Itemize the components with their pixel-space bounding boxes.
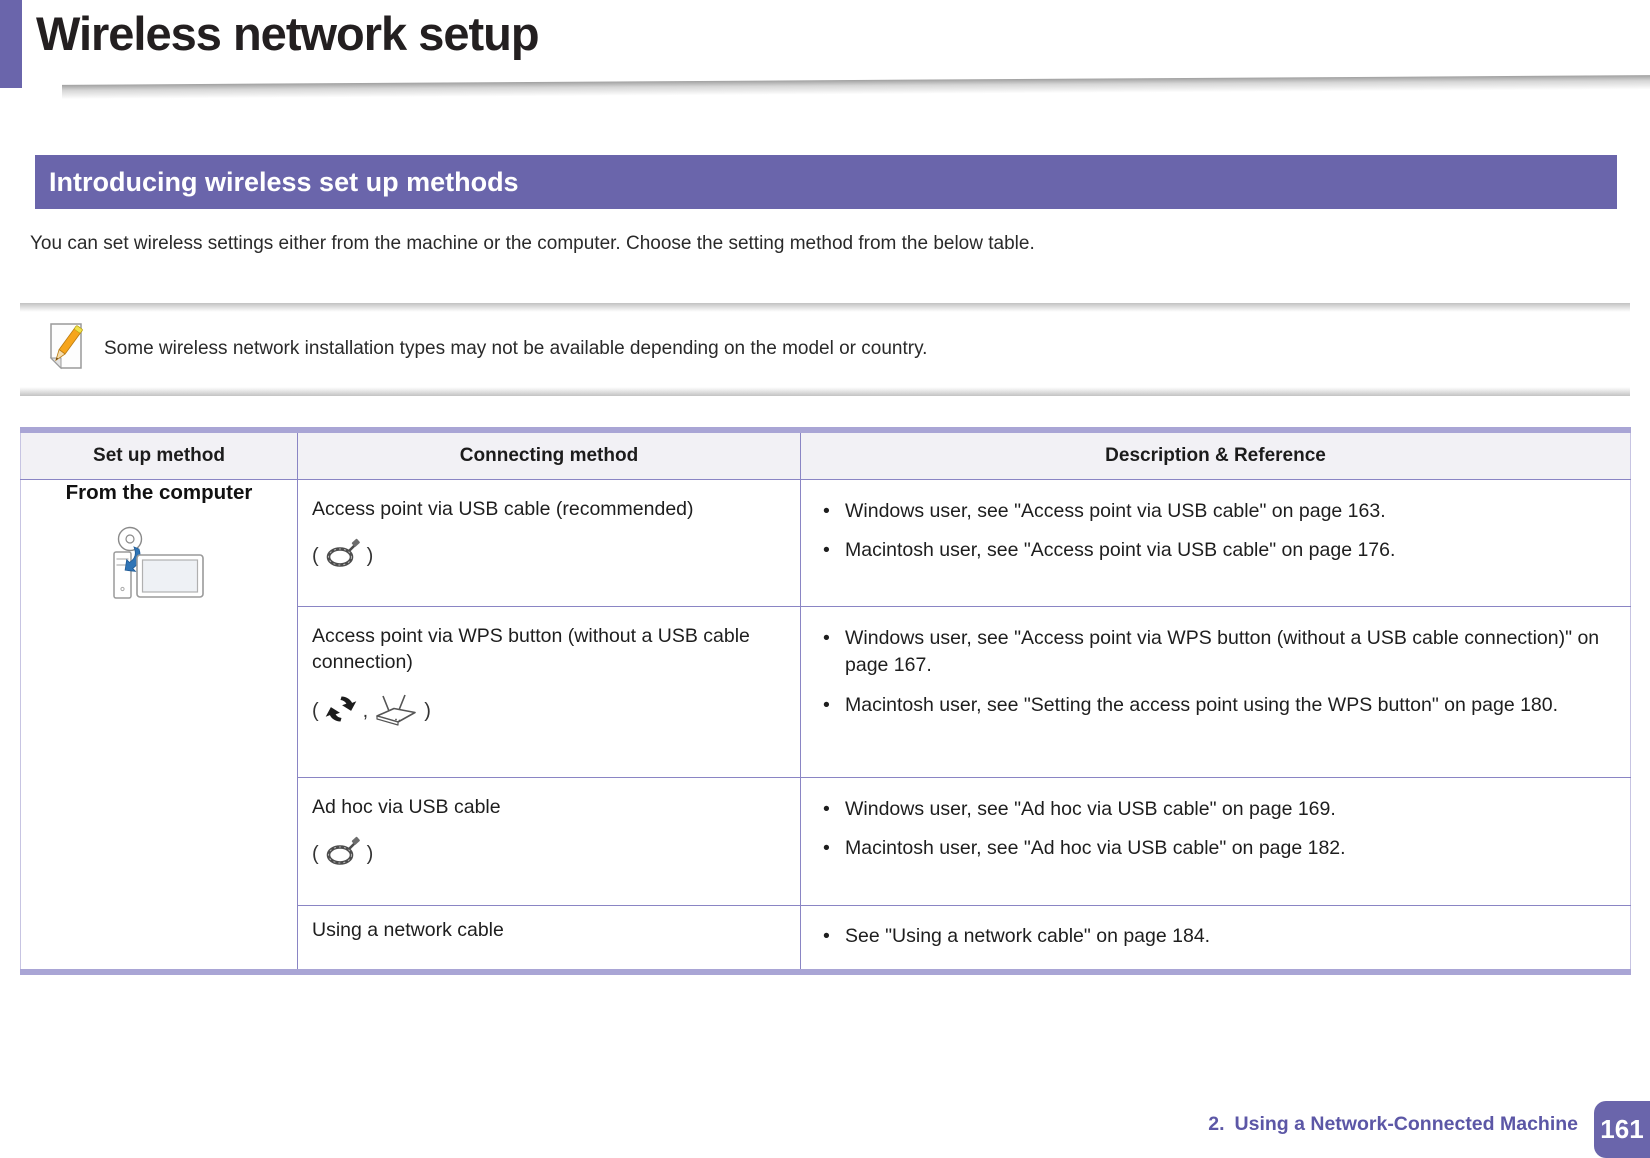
reference-item: Windows user, see "Access point via WPS …	[823, 625, 1620, 680]
footer-chapter-number: 2.	[1208, 1113, 1225, 1135]
page-title: Wireless network setup	[36, 7, 540, 60]
page-number: 161	[1600, 1114, 1644, 1144]
page-number-badge: 161	[1594, 1101, 1650, 1158]
connecting-method-text: Access point via USB cable (recommended)	[312, 498, 694, 520]
description-cell: Windows user, see "Ad hoc via USB cable"…	[800, 777, 1631, 906]
table-row: From the computer	[20, 479, 1631, 972]
reference-item: See "Using a network cable" on page 184.	[823, 923, 1620, 951]
reference-item: Macintosh user, see "Setting the access …	[823, 692, 1620, 720]
section-title: Introducing wireless set up methods	[49, 167, 519, 197]
table-row: Access point via WPS button (without a U…	[21, 606, 1631, 778]
reference-item: Macintosh user, see "Access point via US…	[823, 537, 1620, 565]
col-header-connecting-method: Connecting method	[297, 430, 801, 480]
description-cell: Windows user, see "Access point via USB …	[800, 479, 1631, 607]
paren-open: (	[312, 842, 319, 865]
col-header-setup-method: Set up method	[20, 430, 298, 480]
paren-open: (	[312, 700, 319, 723]
reference-item: Windows user, see "Access point via USB …	[823, 498, 1620, 526]
intro-text: You can set wireless settings either fro…	[30, 233, 1035, 254]
reference-item: Windows user, see "Ad hoc via USB cable"…	[823, 796, 1620, 824]
col-header-description-reference: Description & Reference	[800, 430, 1631, 480]
section-header: Introducing wireless set up methods	[35, 155, 1617, 209]
reference-item: Macintosh user, see "Ad hoc via USB cabl…	[823, 835, 1620, 863]
usb-cable-icon	[325, 836, 361, 872]
comma-separator: ,	[362, 700, 369, 723]
connecting-method-text: Using a network cable	[312, 919, 504, 941]
note-text: Some wireless network installation types…	[104, 337, 928, 359]
note-bottom-border	[20, 387, 1630, 396]
footer-chapter: 2. Using a Network-Connected Machine	[1208, 1113, 1578, 1136]
footer-chapter-title: Using a Network-Connected Machine	[1234, 1113, 1578, 1135]
group-label: From the computer	[65, 481, 253, 504]
note-box: Some wireless network installation types…	[20, 303, 1630, 396]
usb-cable-icon	[325, 538, 361, 574]
table-row: Using a network cable See "Using a netwo…	[21, 905, 1631, 972]
description-cell: Windows user, see "Access point via WPS …	[800, 606, 1631, 778]
paren-close: )	[366, 842, 374, 865]
connecting-method-cell: Access point via USB cable (recommended)…	[297, 479, 801, 607]
wps-button-icon	[325, 693, 357, 731]
computer-with-cd-icon	[107, 525, 211, 611]
connecting-method-text: Ad hoc via USB cable	[312, 796, 501, 818]
connecting-method-cell: Access point via WPS button (without a U…	[297, 606, 801, 778]
paren-open: (	[312, 544, 319, 567]
paren-close: )	[366, 544, 374, 567]
setup-methods-table: Set up method Connecting method Descript…	[20, 427, 1631, 975]
note-pencil-icon	[46, 322, 86, 375]
connecting-method-cell: Using a network cable	[297, 905, 801, 972]
connecting-method-cell: Ad hoc via USB cable ( )	[297, 777, 801, 906]
table-row: Ad hoc via USB cable ( )	[21, 777, 1631, 906]
setup-method-group-cell: From the computer	[20, 479, 298, 972]
paren-close: )	[424, 700, 431, 723]
connecting-method-text: Access point via WPS button (without a U…	[312, 625, 750, 674]
description-cell: See "Using a network cable" on page 184.	[800, 905, 1631, 972]
title-divider	[62, 75, 1650, 99]
table-header-row: Set up method Connecting method Descript…	[20, 430, 1631, 480]
title-accent-bar	[0, 0, 22, 88]
wireless-router-icon	[374, 692, 418, 732]
note-top-border	[20, 303, 1630, 312]
